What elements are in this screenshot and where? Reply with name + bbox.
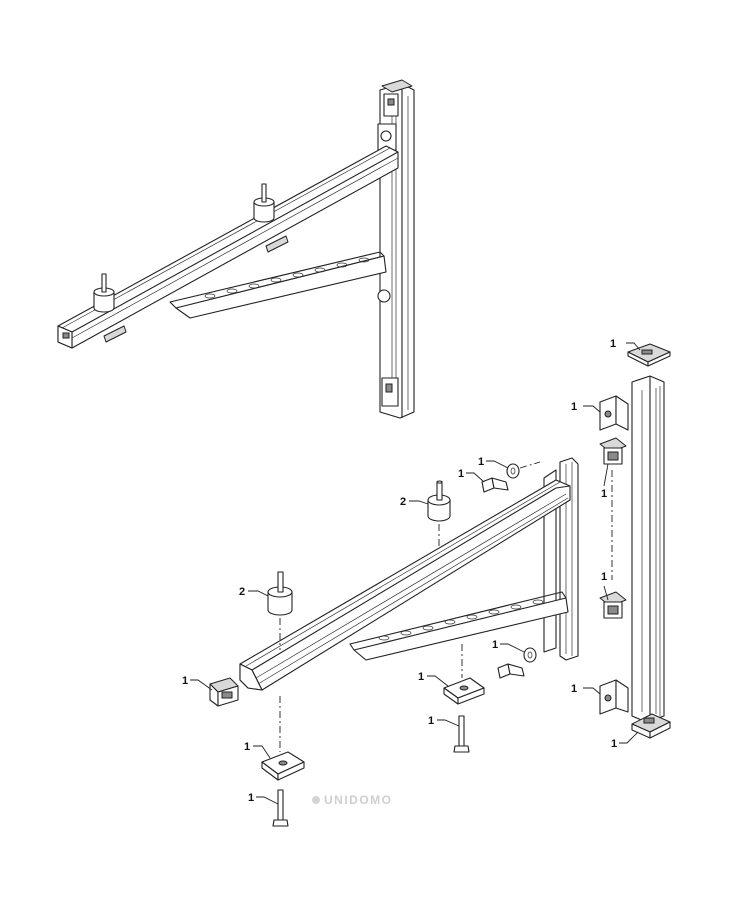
assembled-damper-rear [253,183,275,223]
callout-arm-end-cap: 1 [182,675,188,687]
assembled-wall-rail [377,79,415,419]
watermark: UNIDOMO [312,793,393,807]
watermark-logo-icon [312,796,320,804]
wall-bracket-upper [599,395,629,431]
callout-washer-lower: 1 [492,639,498,651]
support-brace [349,591,569,661]
bolt-rear [453,715,470,753]
assembled-brace [169,251,387,319]
exploded-view [190,342,671,827]
rail-connector-lower [599,591,627,619]
wall-rail [631,375,665,723]
support-brace-slots [378,599,544,641]
callout-damper-rear: 2 [400,496,406,508]
callout-bolt-rear: 1 [428,715,434,727]
damper-front [267,571,293,616]
support-arm [239,479,571,691]
assembled-bracket [57,79,415,419]
channel-nut-front [261,751,305,781]
callout-channel-nut-rear: 1 [418,671,424,683]
callout-bolt-front: 1 [248,792,254,804]
washer-upper [506,463,520,479]
bolt-front [272,789,289,827]
wall-bracket-lower [599,679,629,715]
assembled-support-arm [57,145,399,349]
callout-pipe-clamp-lower: 1 [601,571,607,583]
callout-damper-front: 2 [239,586,245,598]
rail-connector-upper [599,437,627,465]
callout-washer-upper: 1 [478,456,484,468]
callout-bolt-upper: 1 [458,468,464,480]
callouts: 1 1 1 1 1 2 2 1 1 1 1 1 1 1 1 1 [182,338,617,804]
damper-rear [427,480,451,522]
channel-nut-rear [443,677,485,705]
rail-end-cap-bottom [631,713,671,739]
brace-slots [204,257,370,299]
callout-channel-nut-front: 1 [244,741,250,753]
assembled-damper-front [93,273,115,313]
leader-lines [190,342,641,805]
callout-rail-end-cap-bottom: 1 [611,738,617,750]
arm-end-cap [209,677,239,707]
callout-wall-bracket-upper: 1 [571,401,577,413]
watermark-text: UNIDOMO [324,793,393,807]
bolt-lower [497,663,525,679]
bolt-upper [481,477,509,493]
washer-lower [523,647,537,663]
rail-end-cap-top [627,343,671,367]
callout-wall-bracket-lower: 1 [571,683,577,695]
callout-rail-end-cap-top: 1 [610,338,616,350]
callout-pipe-clamp-upper: 1 [601,488,607,500]
